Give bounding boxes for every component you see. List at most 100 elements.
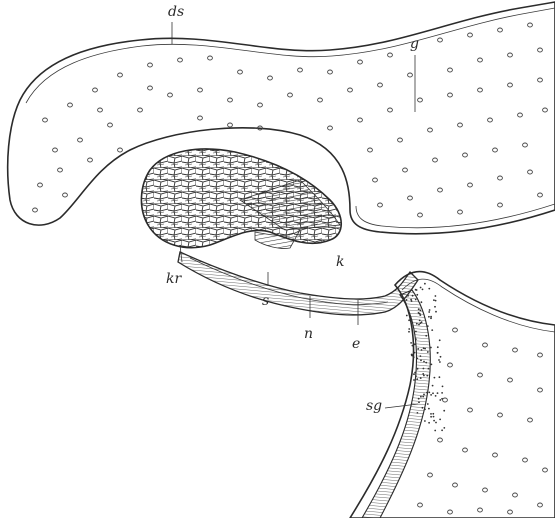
- dense-cell-dot: [439, 376, 441, 378]
- nucleus-dot: [468, 408, 473, 412]
- dense-cell-dot: [433, 420, 435, 422]
- nucleus-dot: [538, 193, 543, 197]
- dense-cell-dot: [435, 311, 437, 313]
- dense-cell-dot: [423, 368, 425, 370]
- dense-cell-dot: [410, 342, 412, 344]
- nucleus-dot: [443, 398, 448, 402]
- nucleus-dot: [438, 438, 443, 442]
- nucleus-dot: [468, 183, 473, 187]
- nucleus-dot: [408, 73, 413, 77]
- nucleus-dot: [238, 70, 243, 74]
- nucleus-dot: [493, 148, 498, 152]
- dense-cell-dot: [416, 358, 418, 360]
- dense-cell-dot: [408, 319, 410, 321]
- dense-cell-dot: [431, 364, 433, 366]
- nucleus-dot: [498, 203, 503, 207]
- dense-cell-dot: [439, 399, 441, 401]
- nucleus-dot: [58, 168, 63, 172]
- dense-cell-dot: [410, 299, 412, 301]
- dense-cell-dot: [416, 378, 418, 380]
- dense-cell-dot: [415, 338, 417, 340]
- dense-cell-dot: [423, 394, 425, 396]
- nucleus-dot: [53, 148, 58, 152]
- dense-cell-dot: [435, 395, 437, 397]
- nucleus-dot: [478, 508, 483, 512]
- nucleus-dot: [498, 413, 503, 417]
- nucleus-dot: [43, 118, 48, 122]
- nucleus-dot: [148, 86, 153, 90]
- dense-cell-dot: [416, 289, 418, 291]
- nucleus-dot: [493, 453, 498, 457]
- dense-cell-dot: [418, 308, 420, 310]
- label-kr: kr: [166, 271, 182, 287]
- dense-cell-dot: [433, 299, 435, 301]
- nucleus-dot: [538, 48, 543, 52]
- dense-cell-dot: [414, 352, 416, 354]
- nucleus-dot: [538, 503, 543, 507]
- nucleus-dot: [298, 68, 303, 72]
- dense-cell-dot: [406, 299, 408, 301]
- nucleus-dot: [448, 68, 453, 72]
- nucleus-dot: [463, 153, 468, 157]
- dense-cell-dot: [407, 295, 409, 297]
- dense-cell-dot: [424, 348, 426, 350]
- dense-cell-dot: [443, 410, 445, 412]
- dense-cell-dot: [413, 373, 415, 375]
- nucleus-dot: [318, 98, 323, 102]
- nucleus-dot: [288, 93, 293, 97]
- nucleus-dot: [538, 388, 543, 392]
- nucleus-dot: [208, 56, 213, 60]
- dense-cell-dot: [406, 315, 408, 317]
- dense-cell-dot: [417, 412, 419, 414]
- dense-cell-dot: [430, 394, 432, 396]
- nucleus-dot: [403, 168, 408, 172]
- label-s: s: [262, 293, 269, 309]
- nucleus-dot: [148, 63, 153, 67]
- nucleus-dot: [68, 103, 73, 107]
- nucleus-dot: [418, 213, 423, 217]
- nucleus-dot: [508, 510, 513, 514]
- dense-cell-dot: [420, 360, 422, 362]
- nucleus-dot: [478, 88, 483, 92]
- nucleus-dot: [483, 343, 488, 347]
- dense-cell-dot: [427, 325, 429, 327]
- nucleus-dot: [498, 176, 503, 180]
- nucleus-dot: [108, 123, 113, 127]
- nucleus-dot: [38, 183, 43, 187]
- nucleus-dot: [228, 123, 233, 127]
- dense-cell-dot: [439, 361, 441, 363]
- dense-cell-dot: [430, 316, 432, 318]
- nucleus-dot: [438, 188, 443, 192]
- dense-cell-dot: [437, 346, 439, 348]
- nucleus-dot: [483, 488, 488, 492]
- dense-cell-dot: [425, 362, 427, 364]
- lower-mass-nuclei: [418, 328, 548, 514]
- dense-cell-dot: [440, 356, 442, 358]
- nucleus-dot: [358, 118, 363, 122]
- dense-cell-dot: [411, 319, 413, 321]
- nucleus-dot: [358, 60, 363, 64]
- dense-cell-dot: [424, 408, 426, 410]
- nucleus-dot: [448, 510, 453, 514]
- nucleus-dot: [433, 158, 438, 162]
- dense-cell-dot: [435, 295, 437, 297]
- nucleus-dot: [428, 473, 433, 477]
- dense-cell-dot: [416, 323, 418, 325]
- nucleus-dot: [368, 148, 373, 152]
- dense-cell-dot: [428, 311, 430, 313]
- nucleus-dot: [418, 503, 423, 507]
- nucleus-dot: [198, 88, 203, 92]
- dense-cell-dot: [412, 345, 414, 347]
- nucleus-dot: [458, 210, 463, 214]
- nucleus-dot: [538, 353, 543, 357]
- dense-cell-dot: [427, 351, 429, 353]
- dense-cell-dot: [417, 368, 419, 370]
- dense-cell-dot: [413, 379, 415, 381]
- epithelial-band: [178, 252, 418, 315]
- dense-cell-dot: [421, 301, 423, 303]
- dense-cell-dot: [417, 348, 419, 350]
- dense-cell-dot: [437, 352, 439, 354]
- dense-cell-dot: [416, 294, 418, 296]
- dense-cell-dot: [428, 422, 430, 424]
